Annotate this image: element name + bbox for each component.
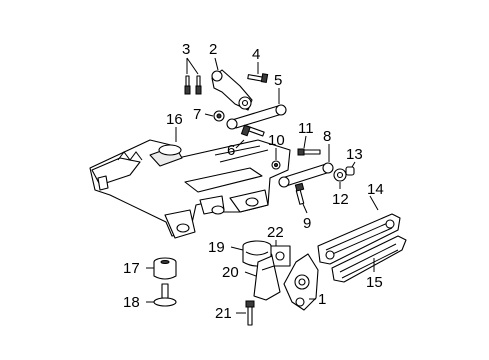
callout-labels: 3 2 4 5 7 16 6 10 11 8 13 12 9 14 15 22 …: [123, 41, 384, 322]
callout-1: 1: [318, 291, 326, 308]
leader-lines: [146, 57, 379, 314]
callout-4: 4: [252, 46, 260, 63]
callout-7: 7: [193, 106, 201, 123]
washer-part-7: [213, 110, 225, 122]
callout-20: 20: [222, 264, 239, 281]
bracket-part-20: [253, 255, 281, 301]
nut-part-12: [333, 168, 347, 182]
callout-14: 14: [367, 181, 384, 198]
callout-22: 22: [267, 224, 284, 241]
lateral-link-part-5: [226, 104, 287, 130]
knuckle-part-1: [283, 253, 319, 311]
mount-stud-part-18: [153, 283, 177, 307]
callout-13: 13: [346, 146, 363, 163]
bolt-part-6: [240, 124, 265, 137]
bolts-part-3: [184, 75, 202, 95]
callout-8: 8: [323, 128, 331, 145]
callout-18: 18: [123, 294, 140, 311]
bolt-part-21: [245, 300, 255, 326]
mount-bushing-part-17: [153, 257, 177, 280]
callout-6: 6: [227, 142, 235, 159]
callout-9: 9: [303, 215, 311, 232]
callout-10: 10: [268, 132, 285, 149]
bolt-part-9: [294, 182, 305, 205]
callout-11: 11: [298, 120, 314, 137]
shield-part-15: [331, 235, 407, 283]
subframe-part-16: [89, 139, 291, 239]
callout-16: 16: [166, 111, 183, 128]
bolt-part-11: [297, 148, 321, 156]
upper-arm-part-2: [211, 69, 253, 111]
callout-21: 21: [215, 305, 232, 322]
lower-arm-part-14: [317, 213, 401, 265]
callout-15: 15: [366, 274, 383, 291]
bolt-part-4: [247, 73, 269, 84]
callout-2: 2: [209, 41, 217, 58]
callout-17: 17: [123, 260, 140, 277]
callout-3: 3: [182, 41, 190, 58]
callout-19: 19: [208, 239, 225, 256]
bushing-part-13: [345, 166, 355, 176]
nut-part-10: [271, 160, 281, 170]
toe-link-part-8: [278, 162, 334, 188]
callout-12: 12: [332, 191, 349, 208]
callout-5: 5: [274, 72, 282, 89]
